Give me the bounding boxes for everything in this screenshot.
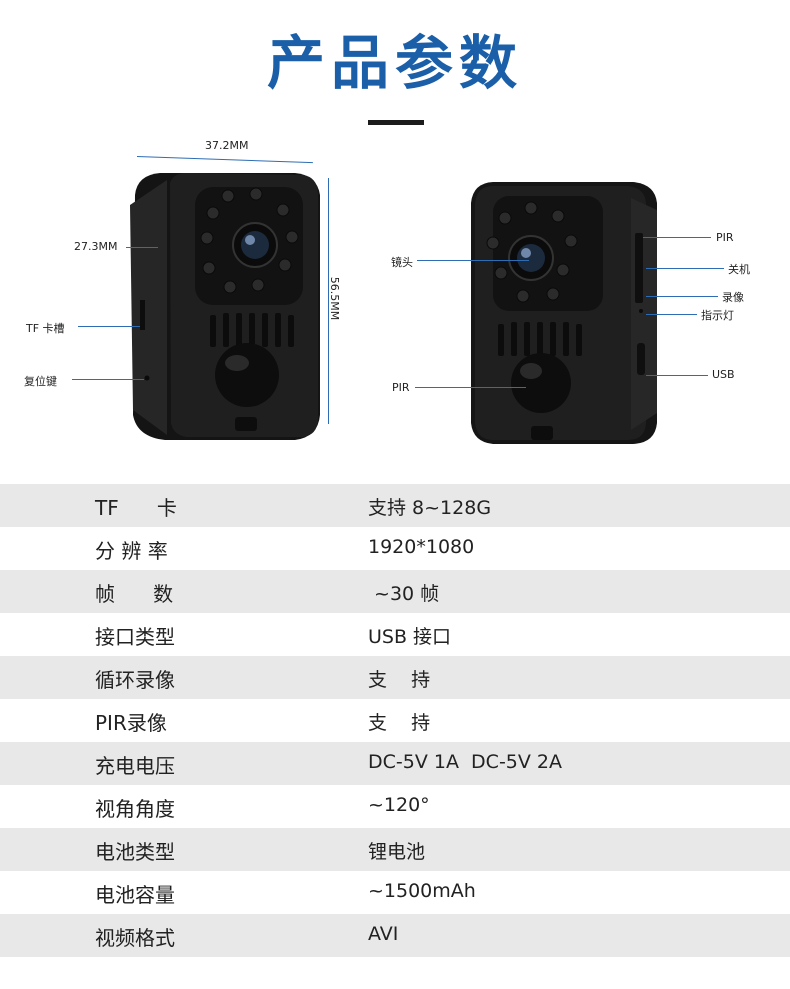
spec-value: USB 接口 (368, 626, 452, 648)
spec-row: 帧 数 ~30 帧 (0, 570, 790, 613)
spec-value: ~120° (368, 794, 430, 816)
spec-row: 充电电压 DC-5V 1A DC-5V 2A (0, 742, 790, 785)
reset-key-pointer (72, 379, 144, 380)
power-off-pointer (646, 268, 724, 269)
height-dimension-label: 56.5MM (328, 276, 342, 321)
page-title: 产品参数 (266, 29, 523, 97)
pir-side-label: PIR (716, 231, 734, 244)
pir-bottom-pointer (415, 387, 526, 388)
spec-row: 接口类型 USB 接口 (0, 613, 790, 656)
title-underline (368, 120, 424, 125)
spec-value: AVI (368, 923, 399, 945)
spec-label: 电池容量 (95, 883, 175, 907)
spec-value: ~1500mAh (368, 880, 476, 902)
lens-label: 镜头 (391, 256, 413, 269)
tf-slot-label: TF 卡槽 (26, 322, 65, 335)
spec-label: PIR录像 (95, 711, 167, 735)
height-dimension-line (328, 178, 329, 424)
indicator-pointer (646, 314, 697, 315)
spec-value: 锂电池 (368, 841, 426, 863)
spec-label: TF 卡 (95, 496, 177, 520)
depth-dimension-label: 27.3MM (74, 240, 118, 253)
depth-dimension-line (126, 247, 158, 248)
spec-value: DC-5V 1A DC-5V 2A (368, 751, 563, 773)
spec-label: 分 辨 率 (95, 539, 168, 563)
spec-label: 帧 数 (95, 582, 174, 606)
spec-row: 视角角度 ~120° (0, 785, 790, 828)
spec-label: 充电电压 (95, 754, 175, 778)
spec-value: 支 持 (368, 712, 431, 734)
pir-bottom-label: PIR (392, 381, 410, 394)
spec-row: 循环录像 支 持 (0, 656, 790, 699)
camera-front-right-view (471, 182, 657, 444)
power-off-label: 关机 (728, 263, 750, 276)
lens-pointer (417, 260, 529, 261)
spec-label: 电池类型 (95, 840, 175, 864)
width-dimension-label: 37.2MM (205, 139, 249, 152)
spec-value: 支持 8~128G (368, 497, 492, 519)
record-label: 录像 (722, 291, 744, 304)
record-pointer (646, 296, 718, 297)
tf-slot-pointer (78, 326, 140, 327)
spec-row: PIR录像 支 持 (0, 699, 790, 742)
spec-row: 分 辨 率 1920*1080 (0, 527, 790, 570)
spec-row: TF 卡 支持 8~128G (0, 484, 790, 527)
pir-side-pointer (643, 237, 711, 238)
spec-row: 电池容量 ~1500mAh (0, 871, 790, 914)
usb-label: USB (712, 368, 735, 381)
width-dimension-line (136, 156, 313, 164)
spec-value: 1920*1080 (368, 536, 475, 558)
indicator-label: 指示灯 (701, 309, 734, 322)
spec-row: 电池类型 锂电池 (0, 828, 790, 871)
spec-table: TF 卡 支持 8~128G 分 辨 率 1920*1080 帧 数 ~30 帧… (0, 484, 790, 957)
spec-label: 接口类型 (95, 625, 175, 649)
spec-label: 循环录像 (95, 668, 175, 692)
spec-row: 视频格式 AVI (0, 914, 790, 957)
camera-front-left-view (130, 173, 320, 440)
reset-key-label: 复位键 (24, 375, 57, 388)
spec-value: ~30 帧 (368, 583, 440, 605)
spec-label: 视频格式 (95, 926, 175, 950)
spec-label: 视角角度 (95, 797, 175, 821)
spec-value: 支 持 (368, 669, 431, 691)
usb-pointer (646, 375, 708, 376)
